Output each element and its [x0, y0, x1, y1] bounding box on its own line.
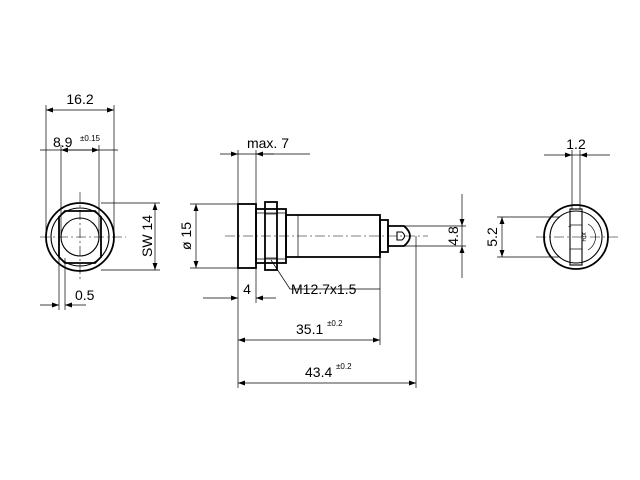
dim-label-8-9: 8.9	[53, 134, 73, 150]
rear-view	[497, 150, 618, 270]
dim-label-1-2: 1.2	[566, 136, 586, 152]
mark-rot: Rot	[582, 232, 588, 242]
front-inner-circle	[50, 207, 110, 267]
dim-label-4: 4	[243, 281, 251, 297]
dim-label-16-2: 16.2	[66, 91, 93, 107]
front-hex-socket	[58, 210, 102, 264]
rear-tab-outline	[569, 208, 583, 266]
dim-label-43-4: 43.4	[305, 364, 332, 380]
dim-label-sw14: SW 14	[139, 215, 155, 257]
rear-outer-circle	[543, 204, 609, 270]
dim-tol-8-9: ±0.15	[80, 134, 101, 143]
dim-tol-43-4: ±0.2	[336, 362, 352, 371]
dim-label-dia15: ø 15	[178, 222, 194, 250]
dim-label-max7: max. 7	[247, 135, 289, 151]
dim-tol-35-1: ±0.2	[327, 319, 343, 328]
solder-tab-hole	[396, 231, 406, 241]
dim-label-0-5: 0.5	[75, 287, 95, 303]
rear-arc	[587, 223, 596, 251]
mark-plus: +	[568, 225, 572, 231]
side-view	[190, 150, 466, 388]
dim-label-5-2: 5.2	[484, 227, 500, 247]
dim-label-thread: M12.7x1.5	[291, 281, 357, 297]
side-nut	[264, 201, 278, 271]
leader-line-thread	[270, 259, 380, 290]
dim-label-35-1: 35.1	[296, 321, 323, 337]
rear-inner-circle	[549, 210, 603, 264]
front-view-hex	[40, 105, 160, 310]
dim-label-4-8: 4.8	[445, 226, 461, 246]
